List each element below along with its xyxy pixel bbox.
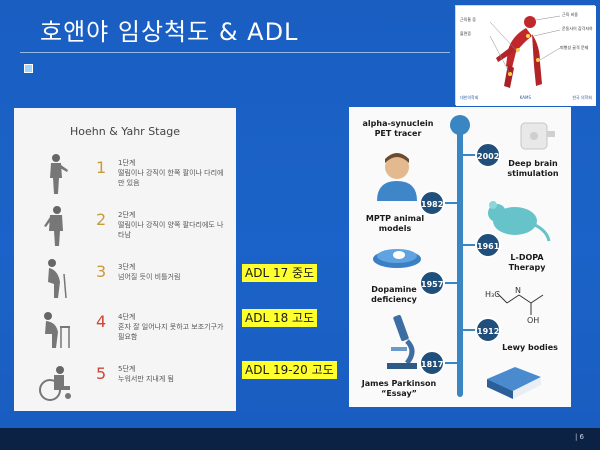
timeline-axis — [457, 125, 463, 397]
figure-note: 근육 비중 — [562, 12, 578, 17]
year-marker: 1982 — [419, 190, 445, 216]
hoehn-yahr-panel: Hoehn & Yahr Stage 1 1단계 떨림이나 강직이 한쪽 팔이나… — [14, 108, 236, 411]
event-james-parkinson-essay: James Parkinson “Essay” — [361, 379, 437, 398]
rat-icon — [488, 201, 551, 242]
stage-description: 넘어질 듯이 비틀거림 — [118, 273, 181, 281]
stage-row: 1 1단계 떨림이나 강직이 한쪽 팔이나 다리에만 있음 — [14, 152, 236, 202]
year-marker: 1817 — [419, 350, 445, 376]
chemical-structure-icon: H₃C N OH — [485, 286, 544, 323]
year-marker: 1961 — [475, 232, 501, 258]
stage-description: 혼자 잘 일어나지 못하고 보조기구가 필요함 — [118, 323, 224, 342]
stage-number: 2 — [96, 210, 107, 229]
year-marker: 1912 — [475, 317, 501, 343]
book-icon — [487, 367, 541, 399]
svg-text:OH: OH — [527, 316, 539, 323]
stage-description: 누워서만 지내게 됨 — [118, 375, 174, 383]
timeline-cap — [450, 115, 470, 135]
stage-description: 떨림이나 강직이 양쪽 팔다리에도 나타남 — [118, 221, 224, 240]
svg-text:H₃C: H₃C — [485, 290, 500, 299]
stage-label: 4단계 — [118, 313, 136, 321]
figure-note: 불면증 — [460, 31, 472, 36]
timeline-tick — [463, 329, 477, 331]
adl-label-stage-5: ADL 19-20 고도 — [242, 361, 337, 379]
timeline-tick — [463, 244, 477, 246]
timeline-tick — [443, 362, 457, 364]
stage-row: 5 5단계 누워서만 지내게 됨 — [14, 358, 236, 408]
event-dopamine-deficiency: Dopamine deficiency — [371, 285, 417, 304]
figure-note: 퇴행성 골격 문제 — [560, 45, 589, 50]
logo: 대한의학회 — [460, 95, 479, 100]
figure-note: 근육통 증 — [460, 17, 476, 22]
svg-text:N: N — [515, 286, 521, 295]
stage-label: 3단계 — [118, 263, 136, 271]
event-deep-brain-stimulation: Deep brain stimulation — [507, 159, 559, 178]
slide-title: 호앤야 임상척도 & ADL — [40, 18, 299, 46]
scientist-bust-icon — [377, 153, 417, 201]
stage-number: 1 — [96, 158, 107, 177]
logo-row: 대한의학회 KAMS 한국 의학회 — [460, 95, 592, 101]
page-number: | 6 — [574, 433, 584, 441]
logo: KAMS — [519, 95, 531, 100]
stage-row: 4 4단계 혼자 잘 일어나지 못하고 보조기구가 필요함 — [14, 306, 236, 356]
stage-row: 2 2단계 떨림이나 강직이 양쪽 팔다리에도 나타남 — [14, 204, 236, 254]
parkinson-timeline-panel: 2002 1982 1961 1957 1912 1817 alpha-synu… — [349, 107, 571, 407]
petri-dish-icon — [373, 249, 421, 268]
stage-number: 5 — [96, 364, 107, 383]
hoehn-yahr-title: Hoehn & Yahr Stage — [69, 125, 180, 138]
stage-label: 5단계 — [118, 365, 136, 373]
logo: 한국 의학회 — [572, 95, 592, 100]
microscope-icon — [387, 314, 417, 369]
timeline-tick — [463, 154, 477, 156]
stage-number: 4 — [96, 312, 107, 331]
timeline-tick — [443, 282, 457, 284]
stage-4-person-walker-icon — [44, 312, 70, 348]
bent-person-illustration — [456, 6, 596, 106]
stage-label: 2단계 — [118, 211, 136, 219]
event-l-dopa-therapy: L-DOPA Therapy — [508, 253, 546, 272]
stimulator-device-icon — [520, 122, 555, 150]
stage-label: 1단계 — [118, 159, 136, 167]
stage-3-person-icon — [48, 259, 67, 299]
year-marker: 2002 — [475, 142, 501, 168]
stage-number: 3 — [96, 262, 107, 281]
stage-5-person-wheelchair-icon — [39, 366, 71, 401]
event-lewy-bodies: Lewy bodies — [502, 343, 558, 352]
stage-description: 떨림이나 강직이 한쪽 팔이나 다리에만 있음 — [118, 169, 224, 188]
event-mptp-models: MPTP animal models — [365, 214, 425, 233]
bullet-icon — [24, 64, 33, 73]
stage-2-person-icon — [44, 206, 63, 246]
timeline-tick — [443, 202, 457, 204]
adl-label-stage-4: ADL 18 고도 — [242, 309, 318, 327]
symptom-figure: 근육 비중 운동사이 감각저하 근육통 증 불면증 퇴행성 골격 문제 대한의학… — [455, 5, 596, 106]
title-underline — [20, 52, 450, 53]
footer-bar: | 6 — [0, 428, 600, 450]
stage-1-person-icon — [50, 154, 68, 194]
adl-label-stage-3: ADL 17 중도 — [242, 264, 318, 282]
figure-note: 운동사이 감각저하 — [562, 26, 593, 31]
stage-row: 3 3단계 넘어질 듯이 비틀거림 — [14, 256, 236, 306]
year-marker: 1957 — [419, 270, 445, 296]
event-pet-tracer: alpha-synuclein PET tracer — [362, 119, 434, 138]
